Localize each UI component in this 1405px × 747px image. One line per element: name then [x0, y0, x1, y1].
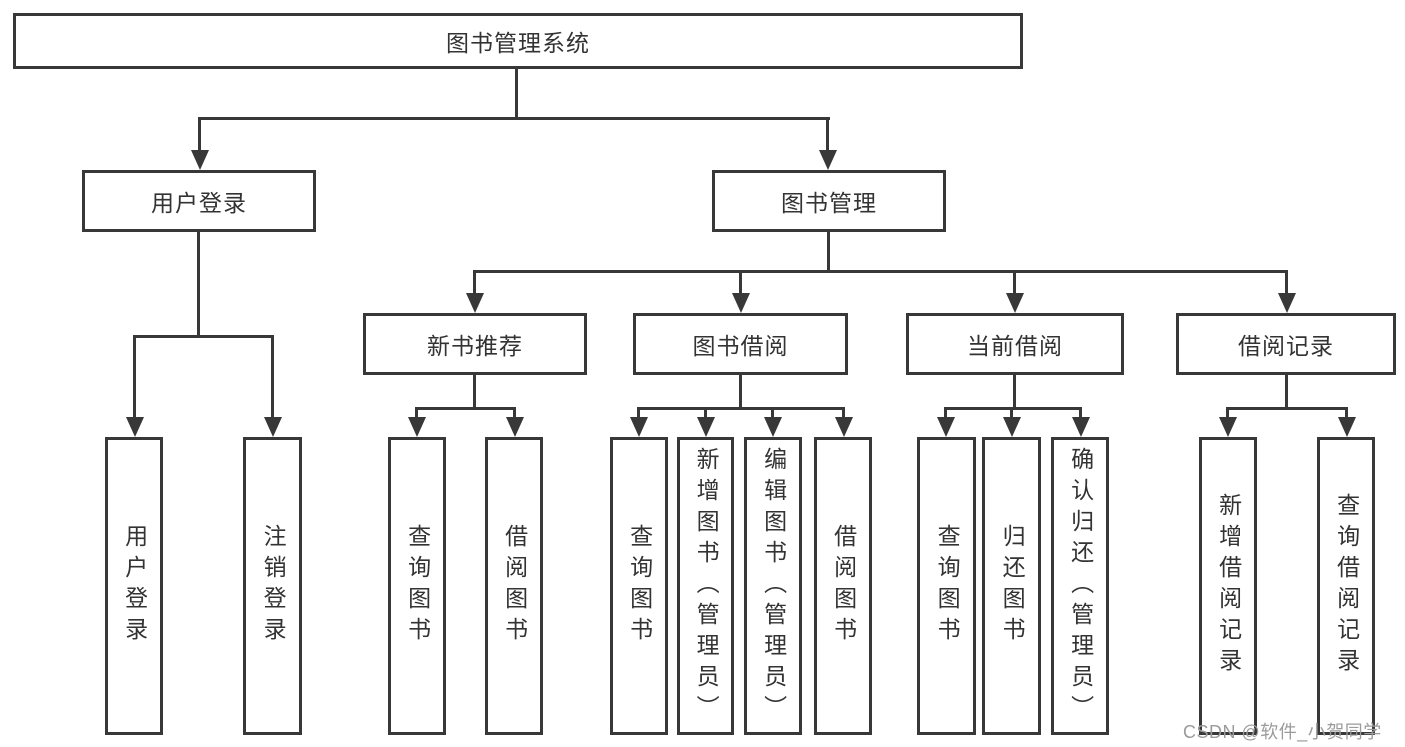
node-borrow-record: 借阅记录 [1176, 313, 1396, 375]
connector-line [1345, 407, 1348, 417]
node-book-borrow: 图书借阅 [633, 313, 848, 375]
connector-line [473, 270, 1288, 273]
arrow-down-icon [819, 150, 837, 170]
arrow-down-icon [1072, 417, 1090, 437]
leaf-return-book: 归还图书 [982, 437, 1041, 735]
node-user-login: 用户登录 [82, 170, 316, 232]
node-book-management-label: 图书管理 [781, 190, 877, 216]
connector-line [197, 232, 200, 338]
connector-line [739, 270, 742, 293]
node-new-book-recommend-label: 新书推荐 [427, 333, 523, 359]
leaf-borrow-books-recommend: 借阅图书 [485, 437, 543, 735]
leaf-user-login-label: 用户登录 [121, 524, 148, 648]
leaf-borrow-books-recommend-label: 借阅图书 [501, 524, 528, 648]
connector-line [637, 407, 640, 417]
connector-line [1013, 270, 1016, 293]
arrow-down-icon [764, 417, 782, 437]
node-current-borrow-label: 当前借阅 [967, 333, 1063, 359]
connector-line [944, 407, 1082, 410]
arrow-down-icon [506, 417, 524, 437]
connector-line [1285, 375, 1288, 410]
arrow-down-icon [264, 417, 282, 437]
leaf-user-login: 用户登录 [105, 437, 163, 735]
leaf-query-books-current-label: 查询图书 [934, 524, 961, 648]
connector-line [826, 117, 829, 150]
node-current-borrow: 当前借阅 [906, 313, 1124, 375]
connector-line [944, 407, 947, 417]
leaf-borrow-books-2: 借阅图书 [814, 437, 872, 735]
connector-line [198, 117, 830, 120]
arrow-down-icon [1006, 293, 1024, 313]
arrow-down-icon [1219, 417, 1237, 437]
connector-line [704, 407, 707, 417]
leaf-borrow-books-2-label: 借阅图书 [830, 524, 857, 648]
arrow-down-icon [466, 293, 484, 313]
connector-line [515, 68, 518, 120]
arrow-down-icon [732, 293, 750, 313]
connector-line [513, 407, 516, 417]
leaf-confirm-return-admin: 确认归还（管理员） [1051, 437, 1109, 735]
connector-line [1010, 407, 1013, 417]
connector-line [1226, 407, 1229, 417]
leaf-query-books-current: 查询图书 [917, 437, 976, 735]
node-book-management: 图书管理 [712, 170, 946, 232]
connector-line [827, 232, 830, 273]
leaf-query-borrow-record-label: 查询借阅记录 [1333, 493, 1360, 679]
connector-line [1079, 407, 1082, 417]
arrow-down-icon [835, 417, 853, 437]
connector-line [771, 407, 774, 417]
leaf-logout-login: 注销登录 [243, 437, 302, 735]
leaf-edit-book-admin-label: 编辑图书（管理员） [760, 446, 787, 726]
connector-line [198, 117, 201, 150]
csdn-watermark: CSDN @软件_小贺同学 [1183, 722, 1382, 742]
node-root-label: 图书管理系统 [446, 30, 590, 56]
leaf-add-book-admin: 新增图书（管理员） [677, 437, 734, 735]
leaf-query-books-borrow: 查询图书 [610, 437, 668, 735]
node-borrow-record-label: 借阅记录 [1238, 333, 1334, 359]
arrow-down-icon [1278, 293, 1296, 313]
leaf-query-books-recommend: 查询图书 [388, 437, 446, 735]
leaf-confirm-return-admin-label: 确认归还（管理员） [1067, 446, 1094, 726]
connector-line [133, 335, 136, 417]
connector-line [739, 375, 742, 410]
node-user-login-label: 用户登录 [151, 190, 247, 216]
arrow-down-icon [191, 150, 209, 170]
connector-line [133, 335, 274, 338]
node-book-borrow-label: 图书借阅 [692, 333, 789, 359]
connector-line [1285, 270, 1288, 293]
connector-line [415, 407, 516, 410]
connector-line [473, 375, 476, 410]
arrow-down-icon [126, 417, 144, 437]
connector-line [473, 270, 476, 293]
arrow-down-icon [1338, 417, 1356, 437]
leaf-return-book-label: 归还图书 [999, 524, 1026, 648]
connector-line [415, 407, 418, 417]
arrow-down-icon [937, 417, 955, 437]
node-new-book-recommend: 新书推荐 [363, 313, 587, 375]
arrow-down-icon [697, 417, 715, 437]
arrow-down-icon [630, 417, 648, 437]
connector-line [1013, 375, 1016, 410]
connector-line [271, 335, 274, 417]
connector-line [842, 407, 845, 417]
arrow-down-icon [1003, 417, 1021, 437]
connector-line [637, 407, 845, 410]
leaf-logout-login-label: 注销登录 [260, 524, 287, 648]
node-root: 图书管理系统 [13, 13, 1023, 69]
leaf-query-borrow-record: 查询借阅记录 [1317, 437, 1375, 735]
leaf-query-books-borrow-label: 查询图书 [626, 524, 653, 648]
connector-line [1226, 407, 1348, 410]
leaf-add-borrow-record: 新增借阅记录 [1199, 437, 1257, 735]
leaf-query-books-recommend-label: 查询图书 [404, 524, 431, 648]
leaf-edit-book-admin: 编辑图书（管理员） [744, 437, 802, 735]
arrow-down-icon [408, 417, 426, 437]
leaf-add-book-admin-label: 新增图书（管理员） [693, 446, 720, 726]
leaf-add-borrow-record-label: 新增借阅记录 [1215, 493, 1242, 679]
